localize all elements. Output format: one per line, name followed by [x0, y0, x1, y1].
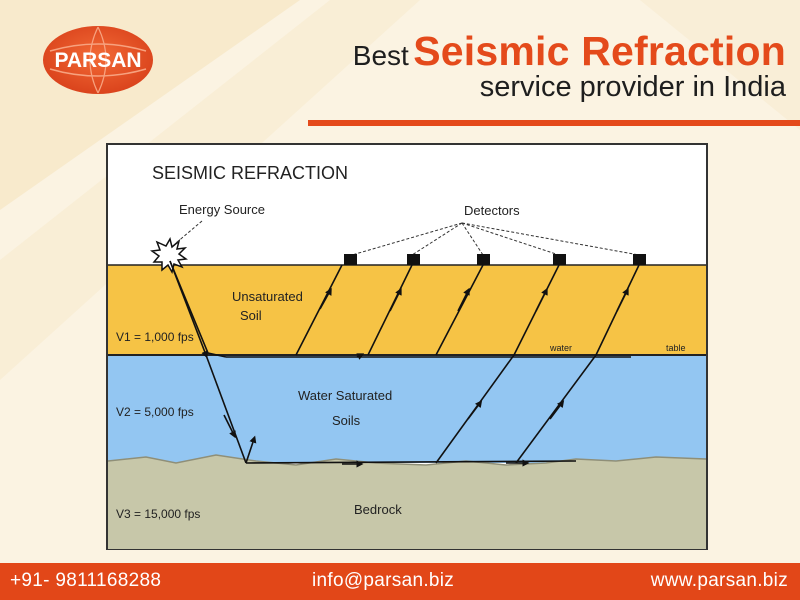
detector-5	[633, 254, 646, 265]
headline-underline	[308, 120, 800, 126]
headline-topic: Seismic Refraction	[413, 28, 786, 74]
detector-4	[553, 254, 566, 265]
v3-velocity-label: V3 = 15,000 fps	[116, 507, 200, 521]
headline: Best Seismic Refraction service provider…	[353, 28, 786, 104]
diagram-title: SEISMIC REFRACTION	[152, 163, 348, 183]
headline-line1: Best Seismic Refraction	[353, 28, 786, 75]
v1-velocity-label: V1 = 1,000 fps	[116, 330, 194, 344]
water-saturated-layer	[108, 355, 706, 463]
website-link[interactable]: www.parsan.biz	[650, 570, 788, 591]
headline-prefix: Best	[352, 40, 409, 71]
email-link[interactable]: info@parsan.biz	[312, 570, 455, 591]
v2-velocity-label: V2 = 5,000 fps	[116, 405, 194, 419]
logo-emblem: PARSAN	[43, 26, 153, 94]
contact-footer: +91- 9811168288 info@parsan.biz www.pars…	[0, 563, 800, 600]
phone-link[interactable]: +91- 9811168288	[10, 570, 162, 591]
water-saturated-label-line1: Water Saturated	[298, 388, 392, 403]
detector-1	[344, 254, 357, 265]
detector-2	[407, 254, 420, 265]
bedrock-label: Bedrock	[354, 502, 402, 517]
detectors-label: Detectors	[464, 203, 520, 218]
unsaturated-soil-label-line1: Unsaturated	[232, 289, 303, 304]
water-table-label-table: table	[666, 343, 686, 353]
unsaturated-soil-label-line2: Soil	[240, 308, 262, 323]
bedrock-layer	[108, 455, 706, 549]
water-table-label-water: water	[549, 343, 572, 353]
energy-source-label: Energy Source	[179, 202, 265, 217]
unsaturated-soil-layer	[108, 265, 706, 355]
logo-text: PARSAN	[54, 49, 141, 72]
energy-source-burst-icon	[150, 237, 188, 274]
ray-paths	[169, 260, 640, 468]
headline-subtitle: service provider in India	[479, 71, 786, 103]
parsan-logo[interactable]: PARSAN	[42, 25, 154, 95]
seismic-refraction-diagram: SEISMIC REFRACTION Energy Source Detecto…	[106, 143, 708, 550]
detector-3	[477, 254, 490, 265]
water-saturated-label-line2: Soils	[332, 413, 361, 428]
